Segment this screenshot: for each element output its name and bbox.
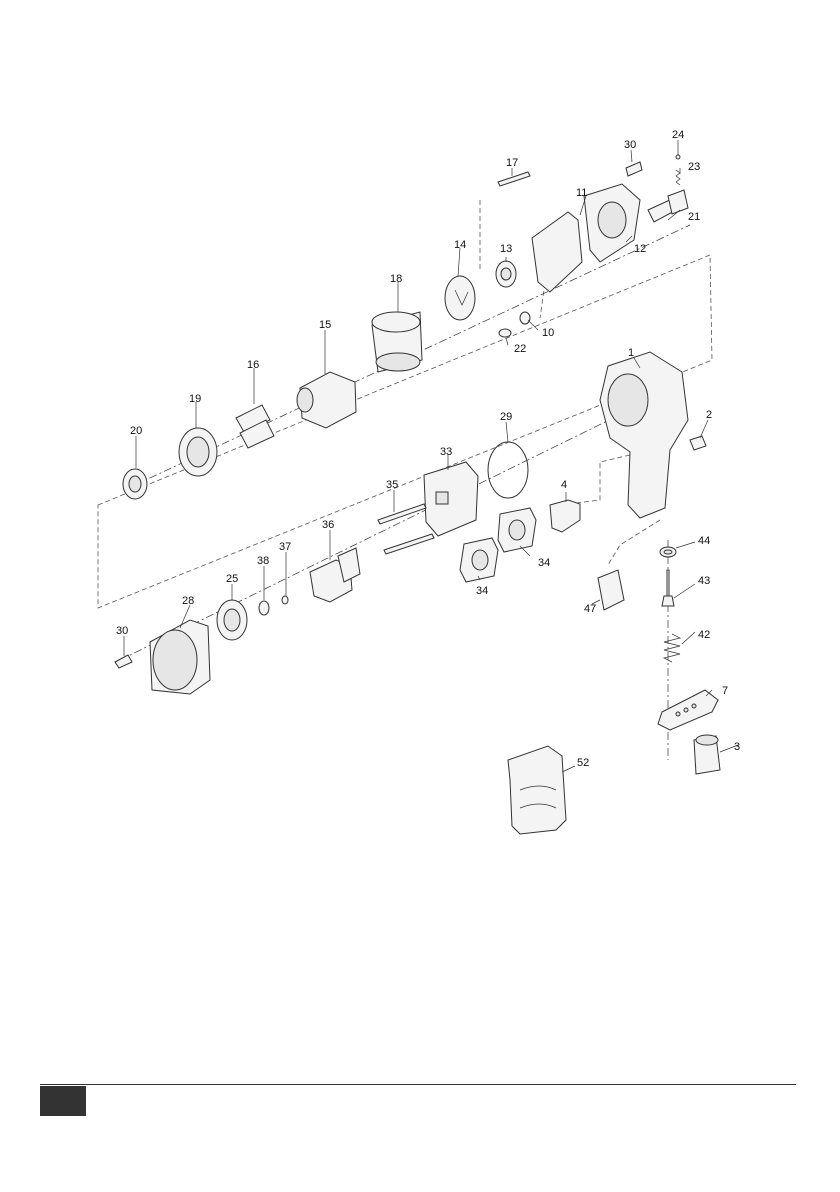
label-part-37: 37 xyxy=(279,541,291,553)
part-35-pin-lower xyxy=(384,534,434,554)
part-42-spring xyxy=(664,634,680,662)
footer-rule xyxy=(40,1084,796,1085)
label-part-33: 33 xyxy=(440,446,452,458)
part-25-bushing xyxy=(217,600,247,640)
part-22-o-ring xyxy=(499,329,511,337)
label-part-12: 12 xyxy=(634,243,646,255)
part-1-housing xyxy=(600,352,688,518)
part-34-hammer-left xyxy=(460,538,498,582)
label-part-30-lower: 30 xyxy=(116,625,128,637)
label-part-14: 14 xyxy=(454,239,466,251)
part-30-screw-upper xyxy=(626,162,642,176)
part-44-cap xyxy=(660,547,676,557)
label-part-2: 2 xyxy=(706,409,712,421)
part-52-grip-sleeve xyxy=(508,746,566,834)
label-part-15: 15 xyxy=(319,319,331,331)
part-7-deflector-plate xyxy=(658,690,718,730)
label-part-29: 29 xyxy=(500,411,512,423)
part-24-ball xyxy=(676,155,680,159)
label-part-23: 23 xyxy=(688,161,700,173)
label-part-19: 19 xyxy=(189,393,201,405)
label-part-20: 20 xyxy=(130,425,142,437)
label-part-34-right: 34 xyxy=(538,557,550,569)
part-21-reverse-valve xyxy=(648,190,688,222)
label-part-11: 11 xyxy=(576,187,587,199)
part-38-washer xyxy=(259,601,269,615)
label-part-43: 43 xyxy=(698,575,710,587)
label-part-17: 17 xyxy=(506,157,518,169)
label-part-34-left: 34 xyxy=(476,585,488,597)
part-33-hammer-cage xyxy=(424,462,478,536)
part-30-screw-lower xyxy=(115,655,132,668)
part-3-air-inlet xyxy=(694,735,720,774)
part-47-muffler xyxy=(598,570,624,610)
part-15-rotor xyxy=(297,372,356,428)
label-part-52: 52 xyxy=(577,757,589,769)
label-part-1: 1 xyxy=(628,347,634,359)
page-marker-block xyxy=(40,1086,86,1116)
label-part-35: 35 xyxy=(386,479,398,491)
part-19-end-plate xyxy=(179,428,217,476)
label-part-44: 44 xyxy=(698,535,710,547)
part-4-trigger xyxy=(550,500,580,532)
part-37-o-ring xyxy=(282,596,288,604)
part-18-cylinder xyxy=(372,312,422,372)
label-part-21: 21 xyxy=(688,211,700,223)
label-part-18: 18 xyxy=(390,273,402,285)
part-17-pin xyxy=(498,172,530,186)
label-part-24: 24 xyxy=(672,129,684,141)
part-43-valve-stem xyxy=(662,570,674,606)
part-16-vanes xyxy=(236,405,274,448)
label-part-42: 42 xyxy=(698,629,710,641)
label-part-10: 10 xyxy=(542,327,554,339)
label-part-3: 3 xyxy=(734,741,740,753)
part-14-rear-plate xyxy=(445,276,475,320)
label-part-25: 25 xyxy=(226,573,238,585)
part-13-bearing xyxy=(496,261,516,287)
part-36-anvil xyxy=(310,548,360,602)
label-part-16: 16 xyxy=(247,359,259,371)
part-20-bearing xyxy=(123,469,147,499)
part-2-plug xyxy=(690,436,706,450)
label-part-38: 38 xyxy=(257,555,269,567)
part-12-housing-cover xyxy=(584,184,640,262)
label-part-47: 47 xyxy=(584,603,596,615)
part-23-spring xyxy=(676,170,680,185)
label-part-36: 36 xyxy=(322,519,334,531)
part-34-hammer-right xyxy=(498,508,536,552)
part-35-pin-upper xyxy=(378,504,426,524)
label-part-28: 28 xyxy=(182,595,194,607)
assembly-link-grip xyxy=(608,520,660,565)
label-part-13: 13 xyxy=(500,243,512,255)
part-11-gasket xyxy=(532,212,582,292)
part-28-front-housing xyxy=(150,620,210,694)
label-part-4: 4 xyxy=(561,479,567,491)
label-part-7: 7 xyxy=(722,685,728,697)
label-part-30-upper: 30 xyxy=(624,139,636,151)
assembly-link-handle xyxy=(560,455,630,505)
part-10-clip xyxy=(520,312,530,324)
label-part-22: 22 xyxy=(514,343,526,355)
